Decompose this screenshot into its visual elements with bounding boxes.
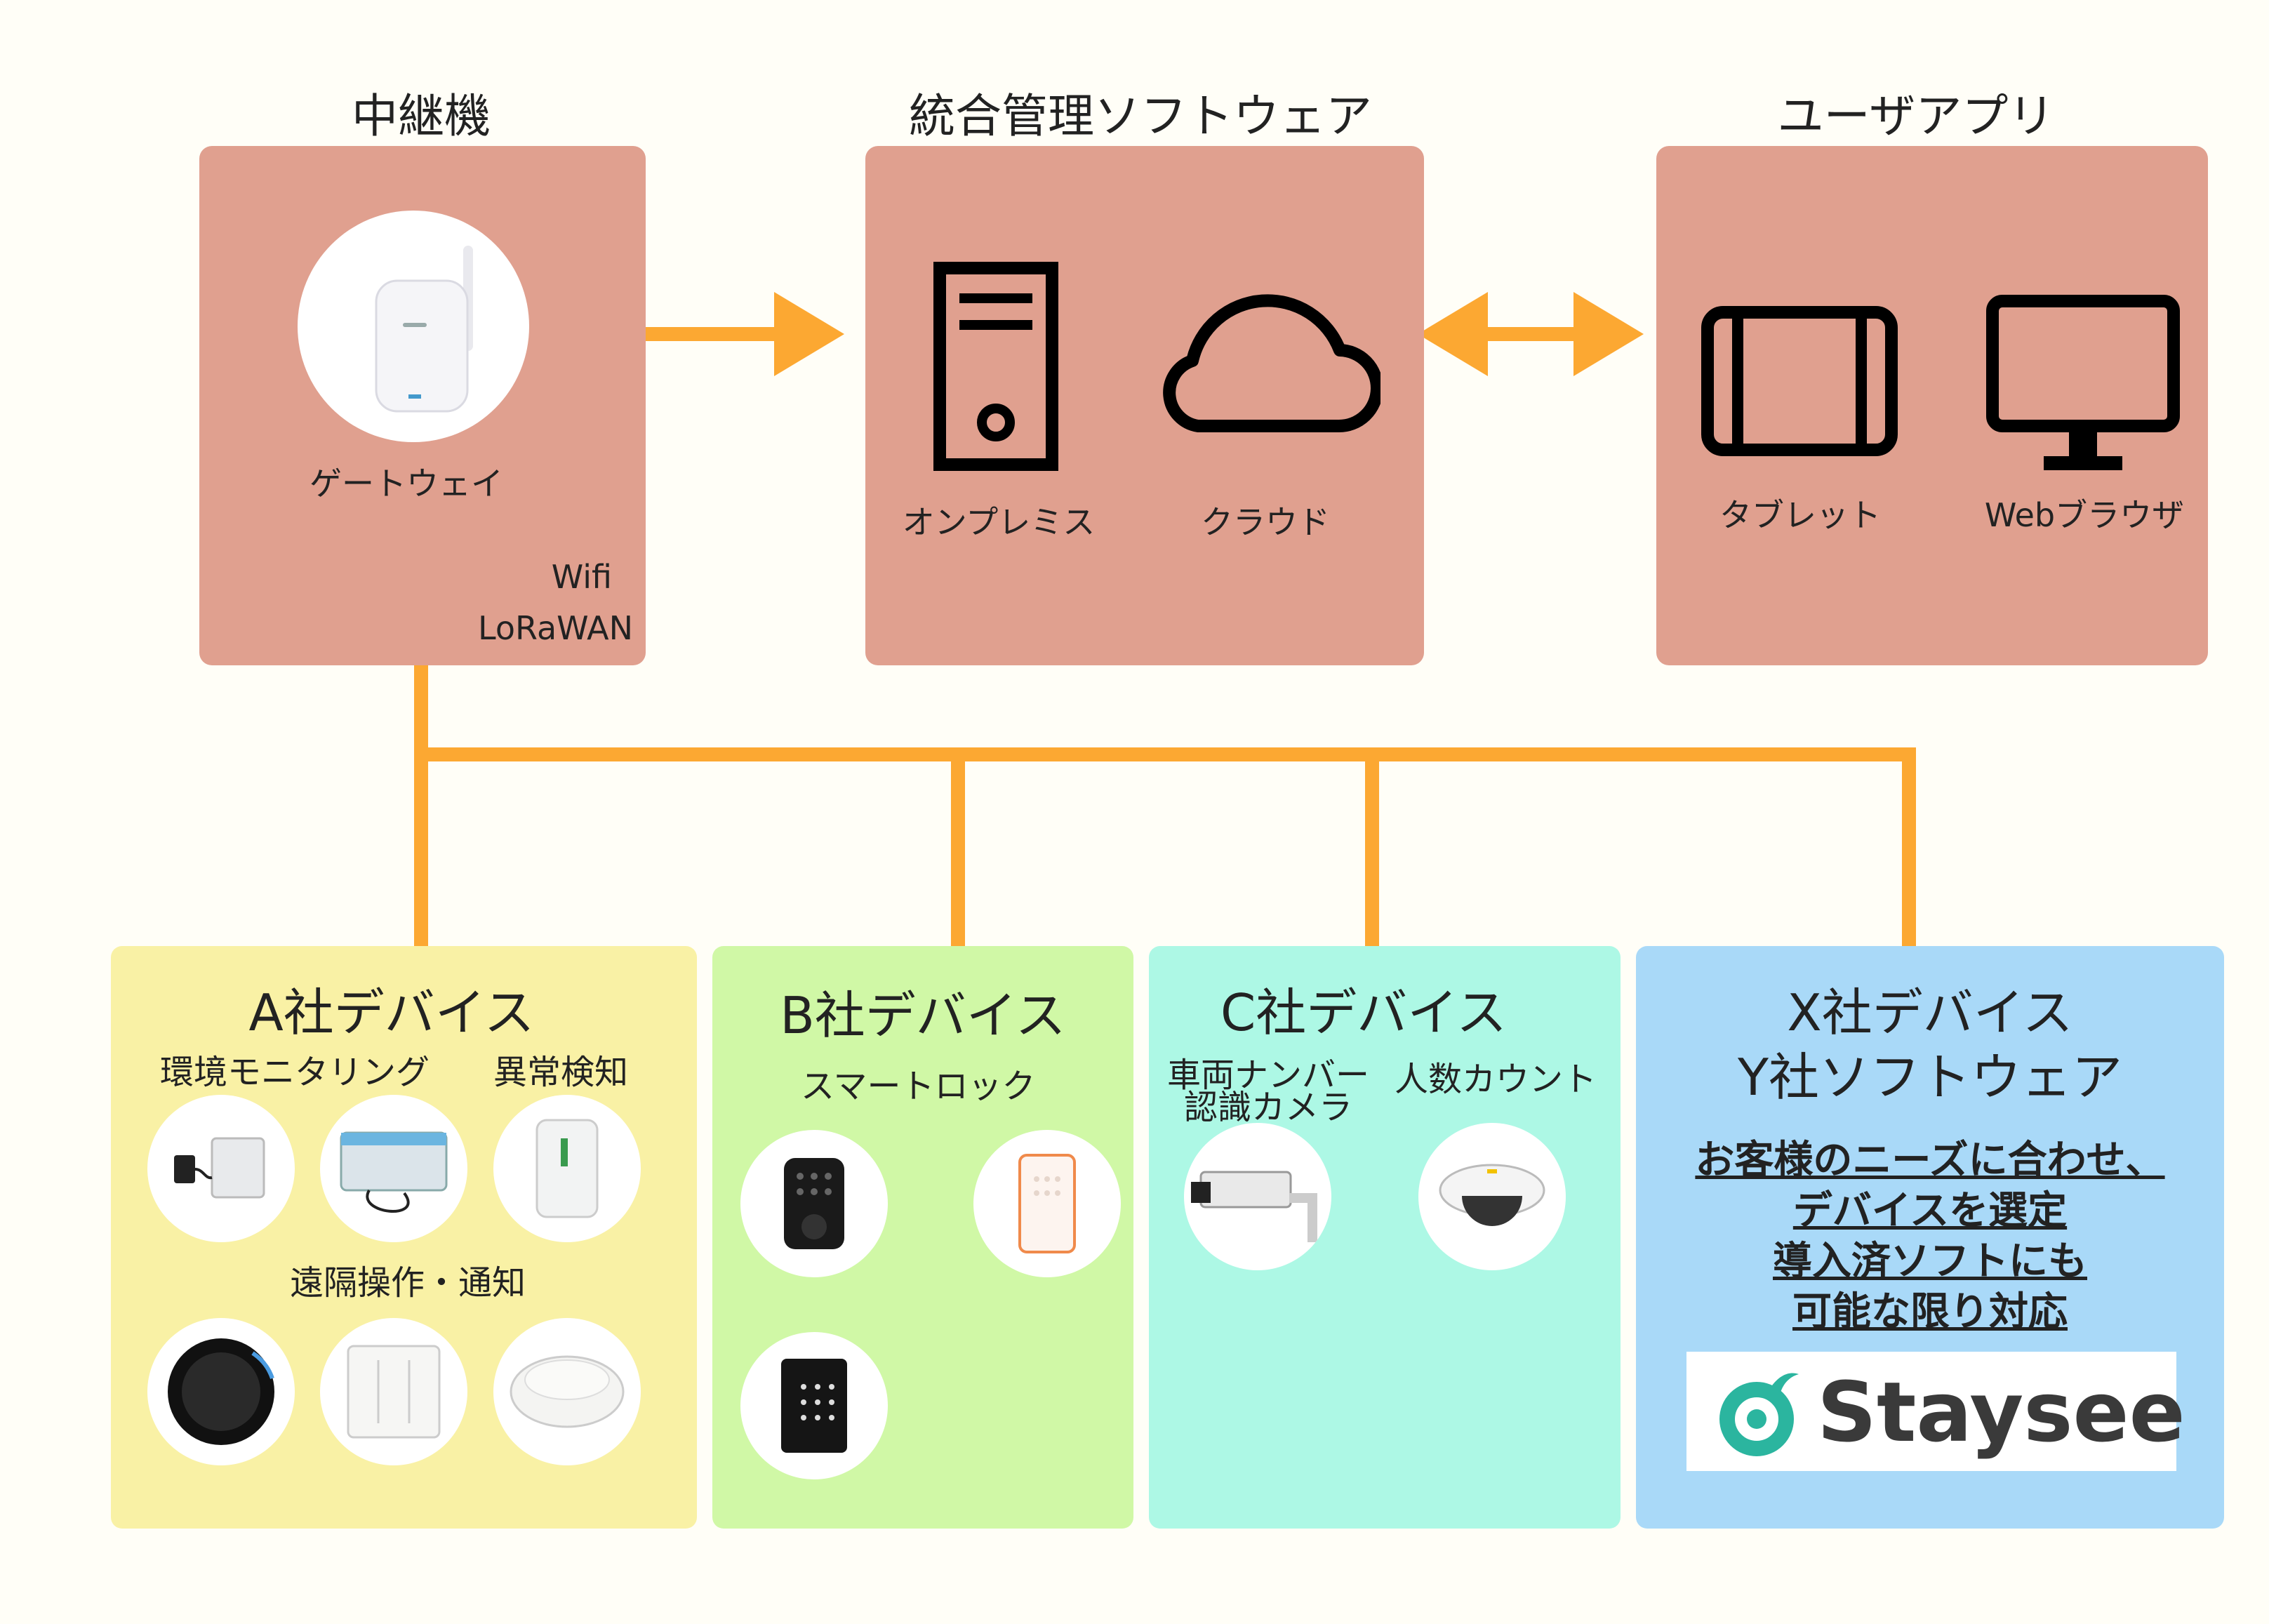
relay-title: 中継機 — [352, 89, 491, 143]
bus-line-main — [421, 747, 1916, 947]
arrow-management-app-shaft — [1467, 327, 1593, 341]
device-group-x: X社デバイス Y社ソフトウェア お客様のニーズに合わせ、 デバイスを選定 導入済… — [1636, 946, 2224, 1529]
category-environment-monitoring: 環境モニタリング — [160, 1053, 430, 1092]
server-icon — [933, 261, 1059, 472]
category-smart-lock: スマートロック — [801, 1067, 1036, 1106]
management-item-onpremise: オンプレミス — [902, 503, 1096, 541]
cloud-icon — [1149, 275, 1383, 437]
user-app-title: ユーザアプリ — [1777, 89, 2055, 143]
arrow-head-right-1 — [774, 292, 844, 376]
device-anomaly-sensor — [493, 1095, 641, 1242]
arrow-head-left-2 — [1418, 292, 1488, 376]
category-lpr-camera-line1: 車両ナンバー — [1167, 1056, 1370, 1095]
management-item-cloud: クラウド — [1201, 503, 1330, 541]
device-group-x-title-line1: X社デバイス — [1787, 983, 2073, 1042]
note-line-1: お客様のニーズに合わせ、 — [1695, 1138, 2165, 1183]
protocol-wifi: Wifi — [551, 558, 612, 596]
category-remote-control: 遠隔操作・通知 — [290, 1263, 526, 1303]
category-lpr-camera-line2: 認識カメラ — [1184, 1088, 1353, 1127]
gateway-label: ゲートウェイ — [310, 465, 503, 502]
note-line-2: デバイスを選定 — [1792, 1188, 2068, 1234]
device-remote-button — [147, 1318, 295, 1465]
device-env-sensor-2 — [320, 1095, 467, 1242]
device-smart-lock-panel — [973, 1130, 1121, 1277]
device-dome-camera — [1418, 1123, 1566, 1270]
tablet-icon — [1701, 306, 1898, 456]
device-group-c: C社デバイス 車両ナンバー 認識カメラ 人数カウント — [1149, 946, 1621, 1529]
category-people-counter: 人数カウント — [1395, 1060, 1597, 1099]
arrow-head-right-2 — [1573, 292, 1644, 376]
arrow-gateway-management-shaft — [618, 327, 800, 341]
device-smart-lock-keypad — [740, 1130, 888, 1277]
device-group-b-title: B社デバイス — [780, 986, 1066, 1045]
device-smart-lock-tenkey — [740, 1332, 888, 1479]
device-wall-switch — [320, 1318, 467, 1465]
note-line-4: 可能な限り対応 — [1792, 1289, 2068, 1335]
note-line-3: 導入済ソフトにも — [1773, 1239, 2087, 1284]
device-env-sensor-1 — [147, 1095, 295, 1242]
device-group-a: A社デバイス 環境モニタリング 異常検知 遠隔操作・通知 — [111, 946, 697, 1529]
device-group-b: B社デバイス スマートロック — [712, 946, 1133, 1529]
category-anomaly-detection: 異常検知 — [493, 1053, 629, 1092]
relay-panel: ゲートウェイ Wifi LoRaWAN — [199, 146, 646, 665]
logo-text: Staysee — [1817, 1364, 2185, 1460]
management-title: 統合管理ソフトウェア — [909, 89, 1372, 143]
device-lpr-camera — [1184, 1123, 1331, 1270]
device-group-a-title: A社デバイス — [248, 983, 535, 1042]
monitor-icon — [1986, 295, 2180, 473]
device-smoke-detector — [493, 1318, 641, 1465]
device-group-c-title: C社デバイス — [1220, 983, 1508, 1042]
user-app-panel: タブレット Webブラウザ — [1656, 146, 2208, 665]
user-app-item-tablet: タブレット — [1719, 496, 1881, 534]
staysee-logo: Staysee — [1686, 1352, 2185, 1471]
device-group-x-title-line2: Y社ソフトウェア — [1738, 1048, 2122, 1107]
protocol-lorawan: LoRaWAN — [478, 609, 633, 647]
gateway-icon — [298, 211, 529, 442]
user-app-item-webbrowser: Webブラウザ — [1984, 496, 2185, 534]
management-panel: オンプレミス クラウド — [865, 146, 1424, 665]
logo-swirl-icon — [1713, 1364, 1804, 1458]
